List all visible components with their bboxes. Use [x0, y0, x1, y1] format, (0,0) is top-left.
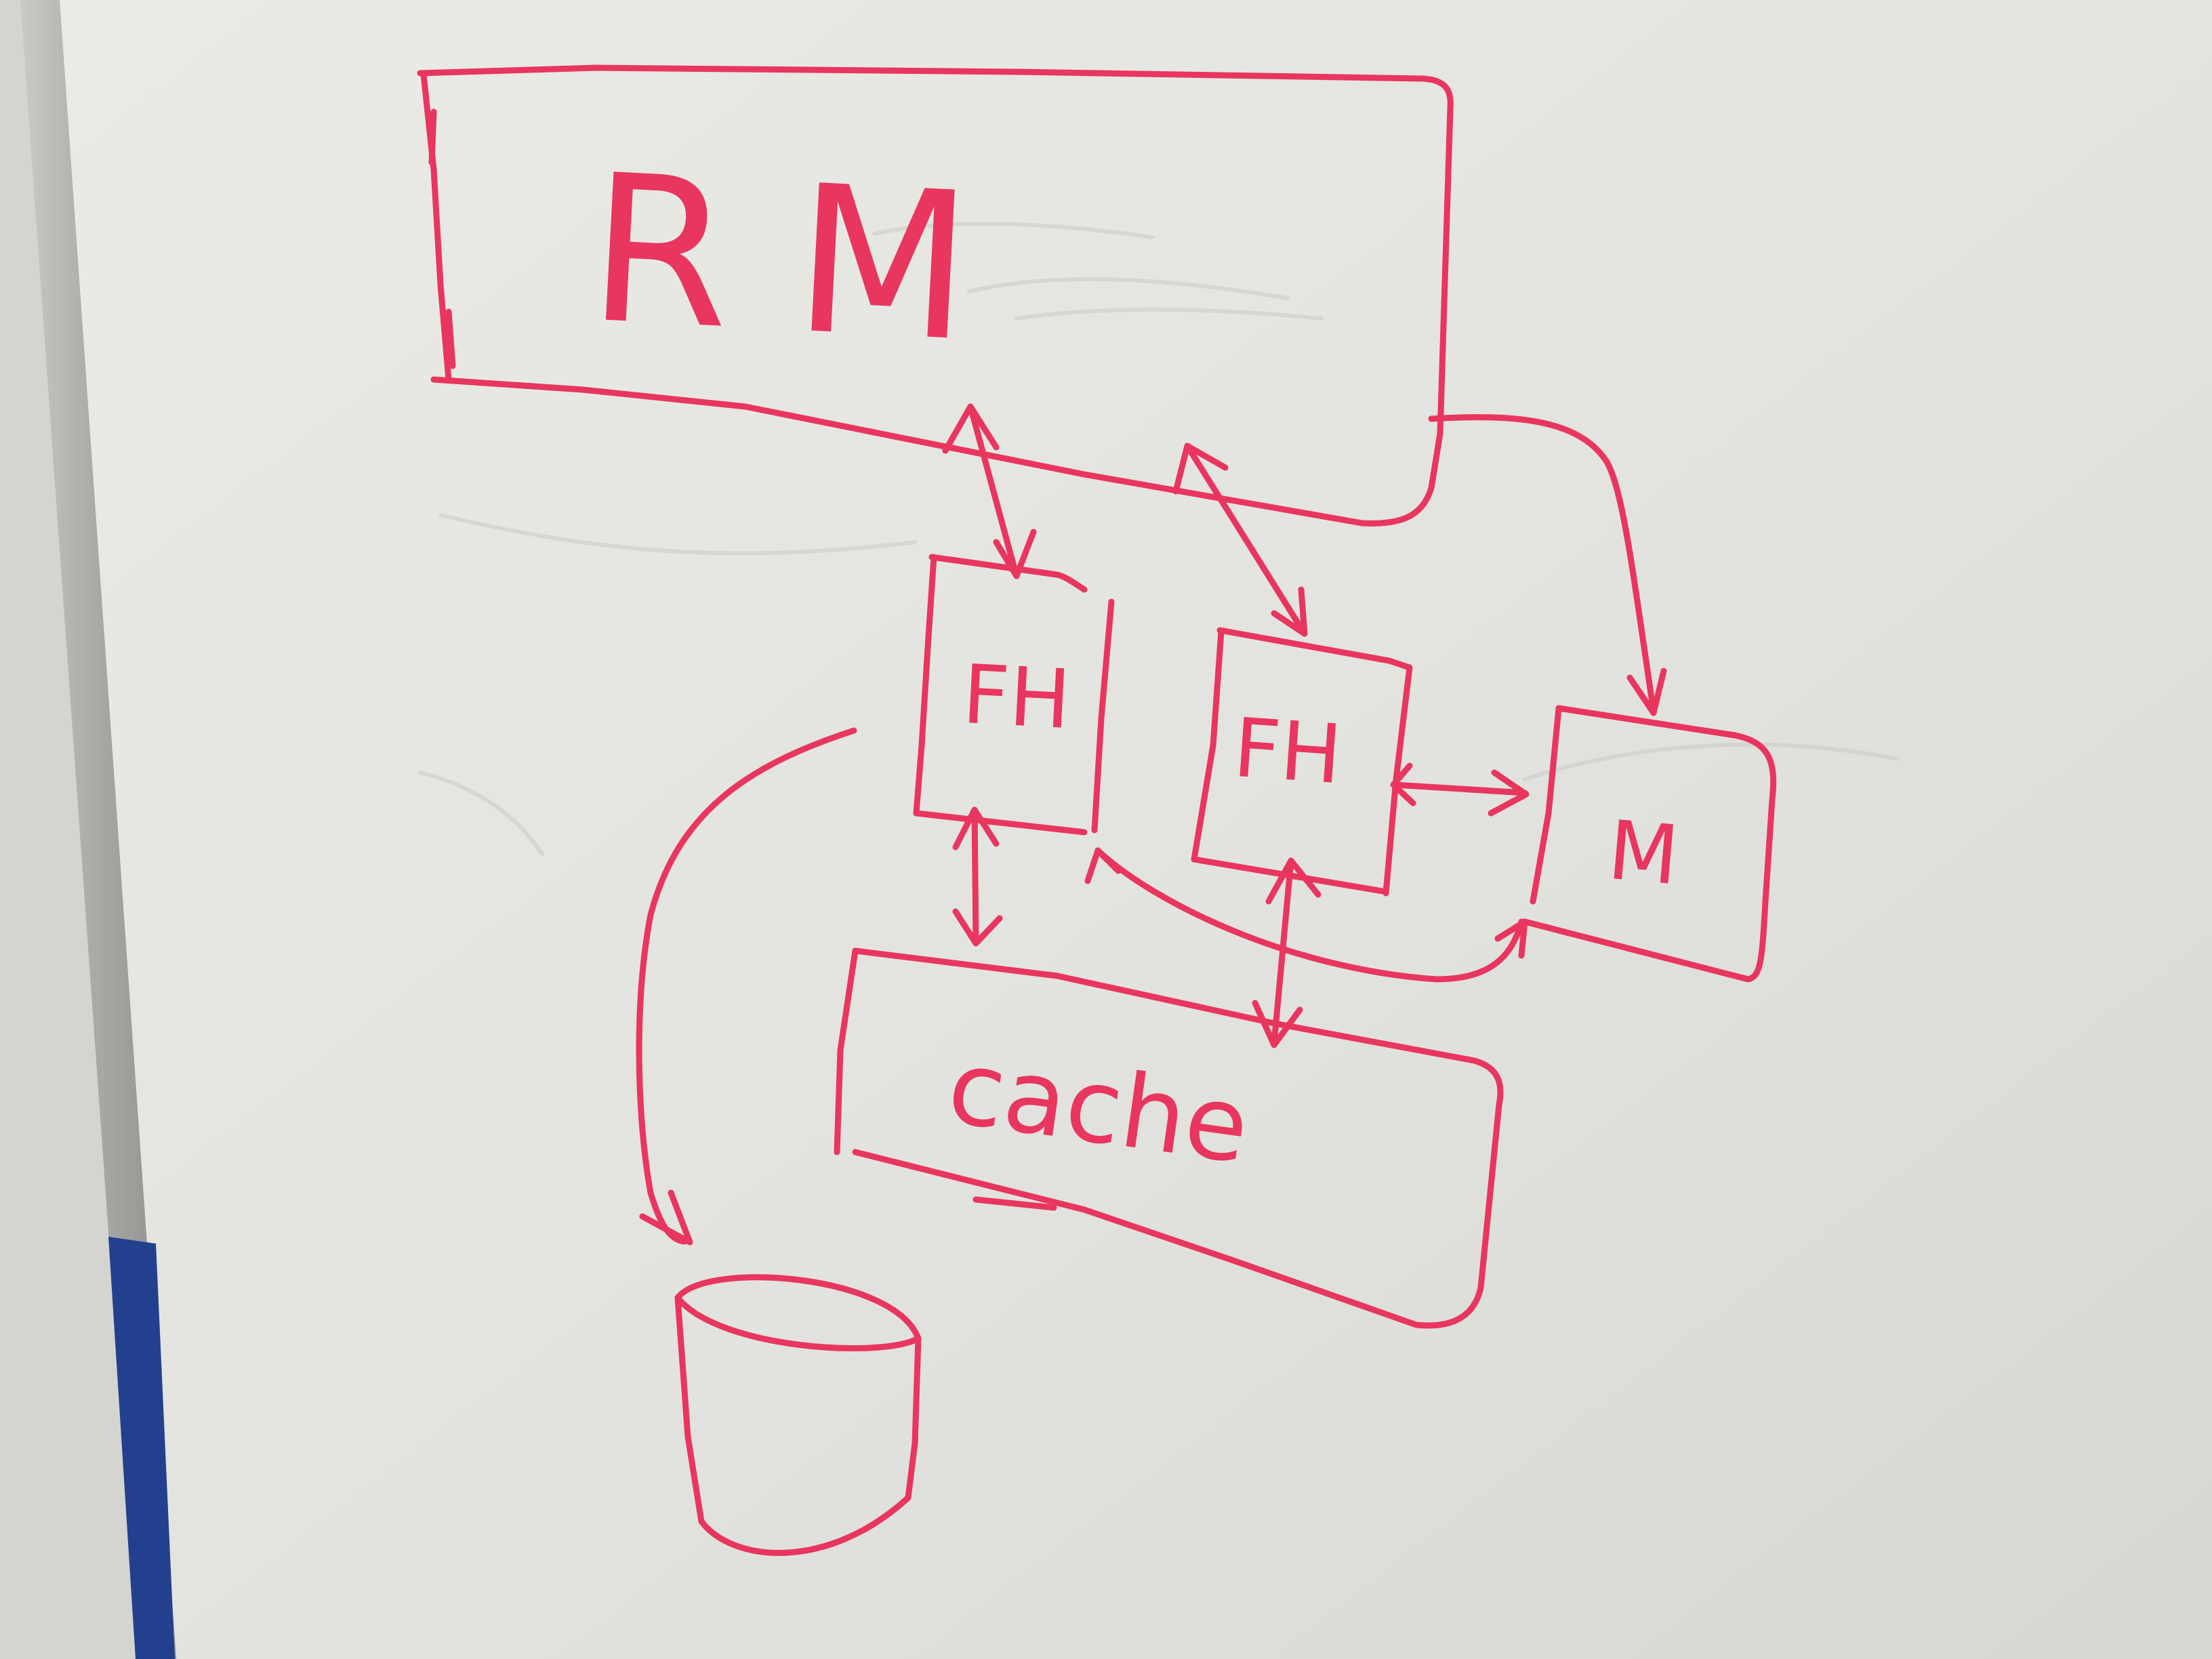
whiteboard-surface	[60, 0, 2212, 1659]
rm-label: R M	[583, 131, 977, 387]
fh-right-box: FH	[1191, 627, 1413, 897]
arrow-fh-left-cache	[952, 806, 1003, 947]
arrow-fh-right-cache	[1252, 857, 1322, 1048]
arrow-rm-m	[1428, 414, 1667, 716]
marker-tray	[108, 1237, 175, 1659]
fh-right-label: FH	[1231, 701, 1345, 803]
arrow-rm-fh-right	[1172, 443, 1308, 637]
fh-left-box: FH	[913, 554, 1115, 836]
fh-left-label: FH	[960, 648, 1073, 747]
storage-cylinder	[674, 1274, 922, 1556]
arrow-rm-fh-left	[942, 403, 1037, 579]
m-box: M	[1521, 705, 1777, 983]
rm-box: R M	[417, 64, 1454, 527]
arrow-fh-right-m	[1390, 762, 1530, 817]
ghost-marks	[418, 222, 1900, 856]
arrow-fh-left-m	[1084, 847, 1528, 983]
m-label: M	[1604, 804, 1682, 903]
arrow-fh-left-storage	[636, 727, 857, 1246]
